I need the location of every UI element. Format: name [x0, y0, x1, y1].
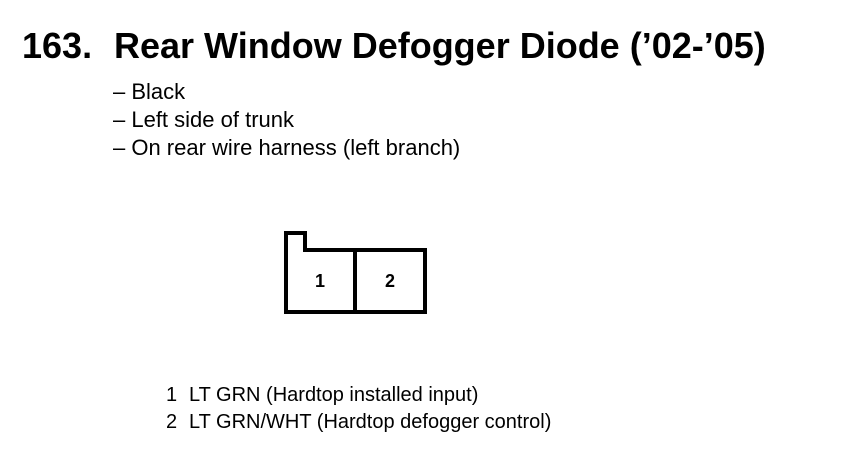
connector-diagram: 1 2: [283, 230, 431, 316]
pin-number: 2: [166, 411, 178, 433]
pin-description: LT GRN (Hardtop installed input): [189, 384, 479, 406]
page-title: 163. Rear Window Defogger Diode (’02-’05): [22, 24, 766, 68]
note-color: – Black: [113, 79, 186, 104]
connector-outline: [284, 231, 427, 314]
pin-row: 2 LT GRN/WHT (Hardtop defogger control): [166, 409, 551, 436]
terminal-2-label: 2: [385, 271, 395, 291]
pin-row: 1 LT GRN (Hardtop installed input): [166, 382, 551, 409]
pin-description: LT GRN/WHT (Hardtop defogger control): [189, 411, 552, 433]
section-number: 163.: [22, 25, 93, 66]
terminal-1-label: 1: [315, 271, 325, 291]
component-notes: – Black – Left side of trunk – On rear w…: [113, 78, 460, 162]
note-location: – Left side of trunk: [113, 107, 294, 132]
pin-list: 1 LT GRN (Hardtop installed input) 2 LT GR…: [166, 382, 551, 436]
section-title: Rear Window Defogger Diode (’02-’05): [114, 25, 766, 66]
note-harness: – On rear wire harness (left branch): [113, 135, 461, 160]
pin-number: 1: [166, 384, 178, 406]
